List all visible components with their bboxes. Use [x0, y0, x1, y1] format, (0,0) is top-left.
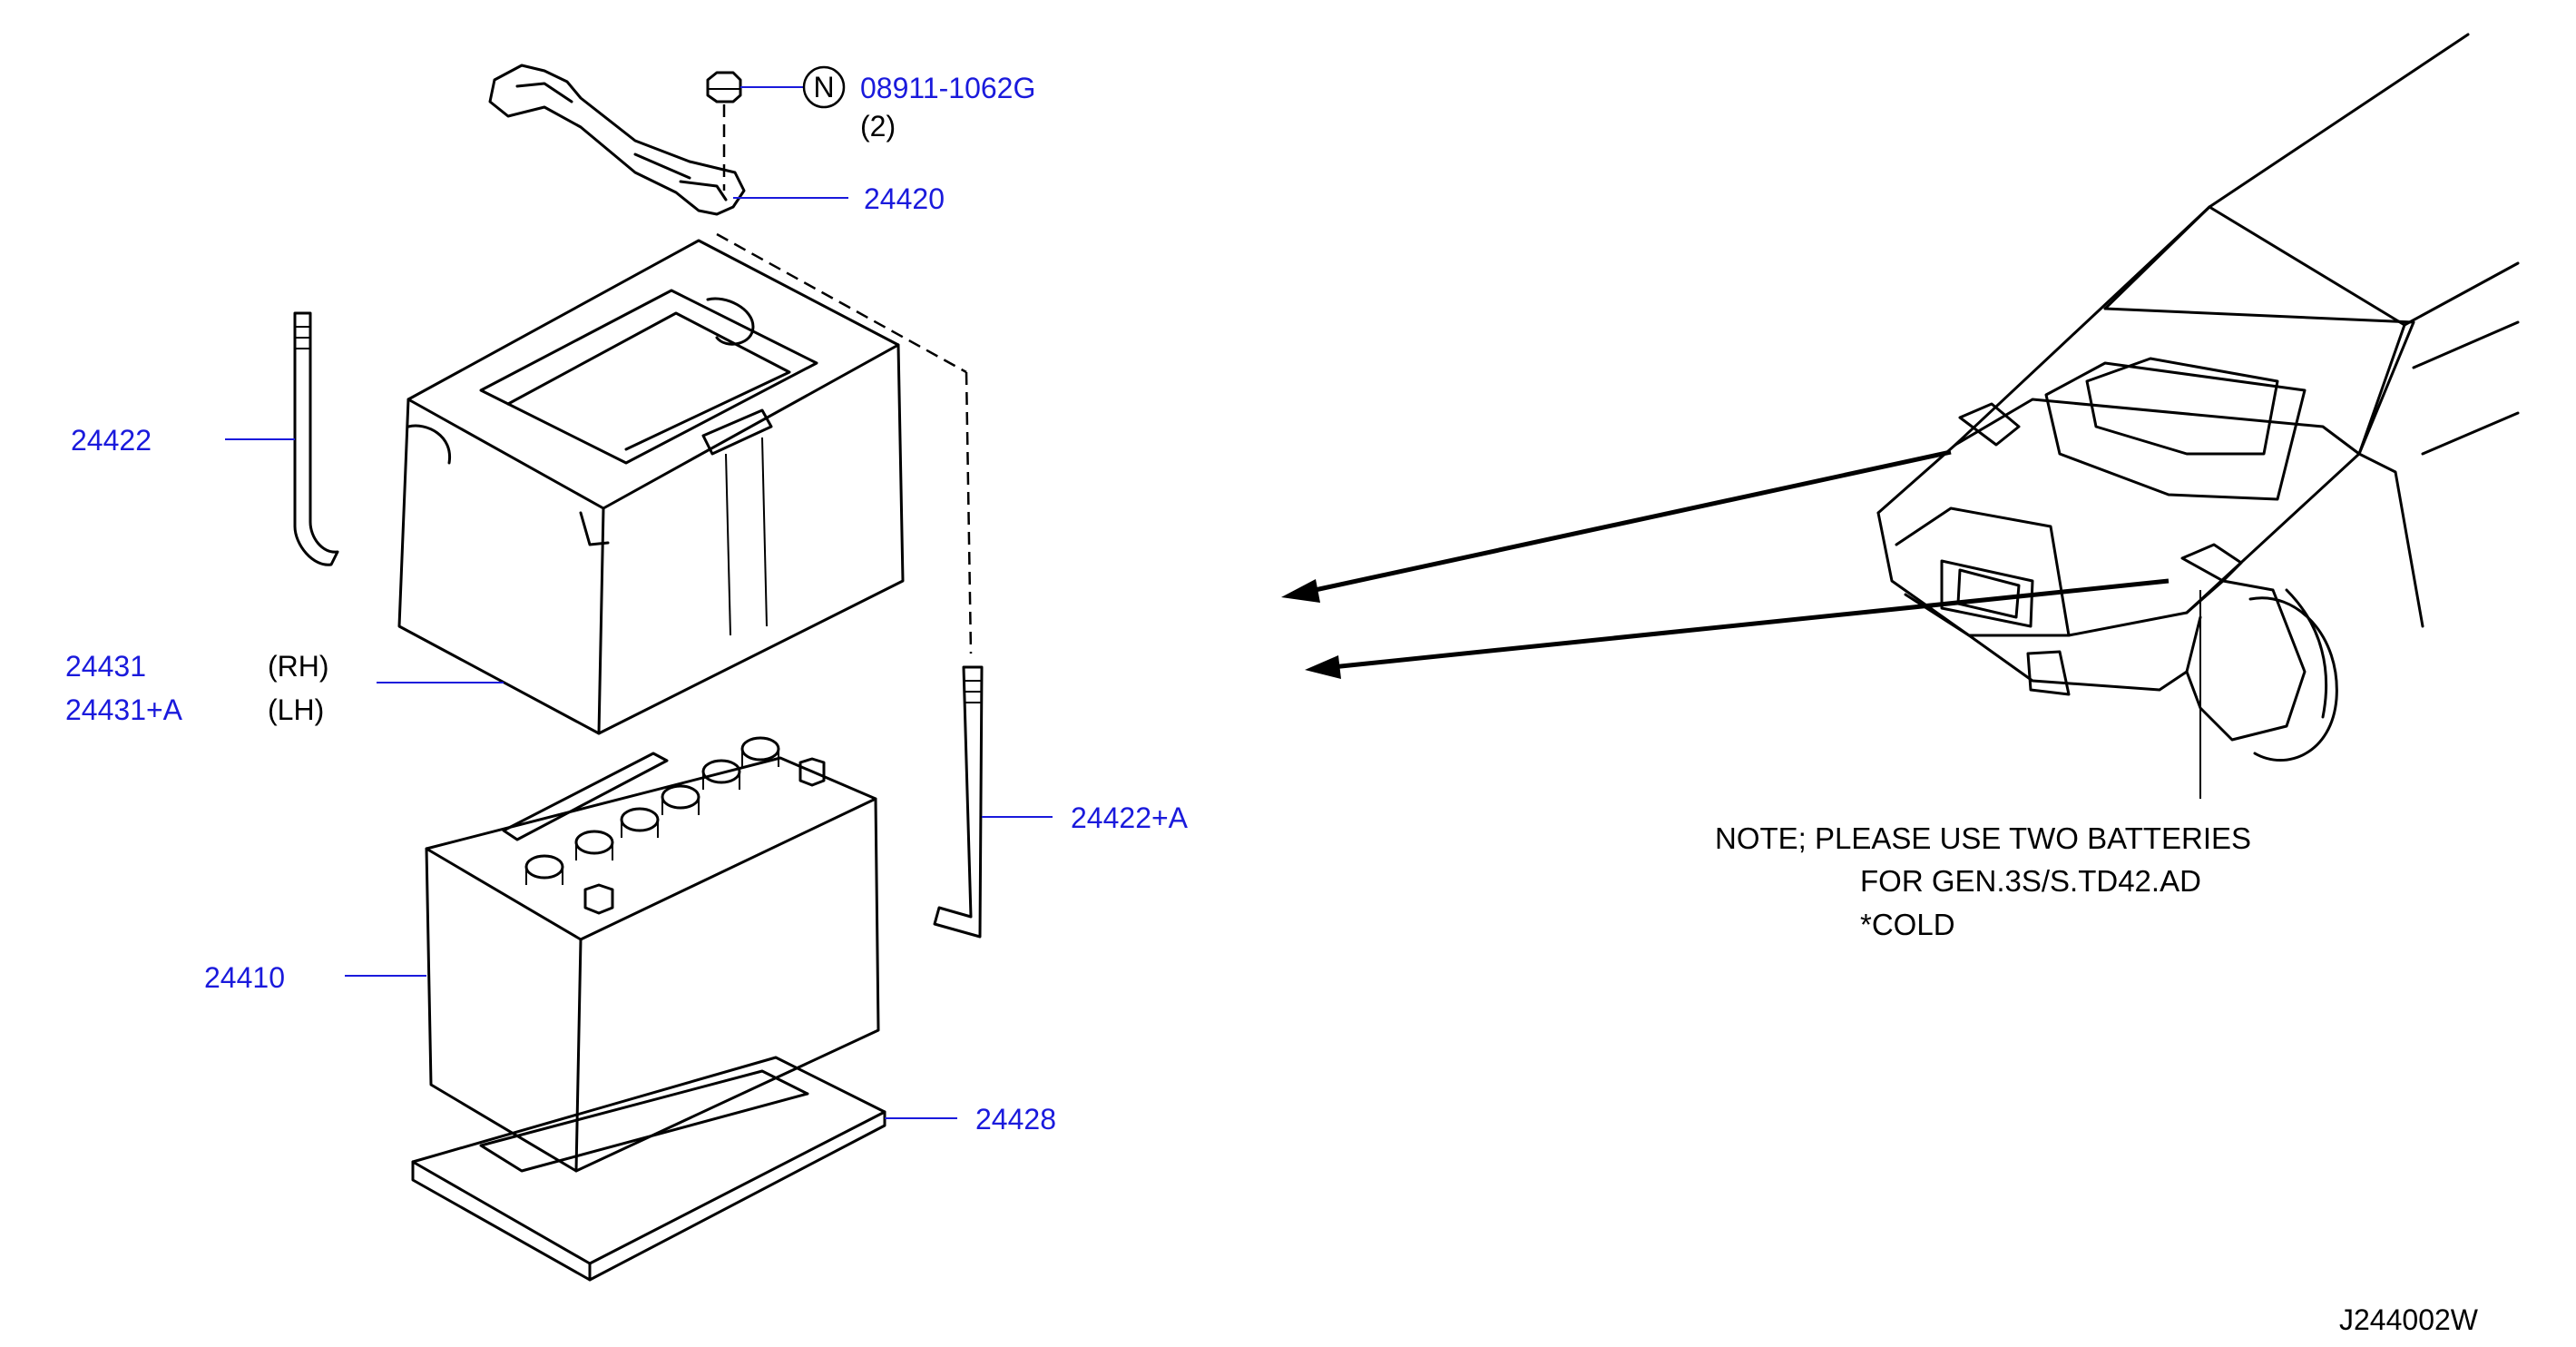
callout-nut-qty: (2) — [860, 110, 896, 143]
battery-box — [397, 239, 905, 735]
note-line-3: *COLD — [1860, 908, 1955, 941]
box-guide-line-2 — [965, 371, 973, 654]
callout-box-rh-side: (RH) — [268, 650, 329, 683]
callout-nut-part: 08911-1062G — [860, 72, 1035, 104]
arrow-icon — [1281, 449, 2170, 679]
note-line-2: FOR GEN.3S/S.TD42.AD — [1860, 864, 2201, 898]
nut-symbol-label: N — [813, 71, 834, 103]
callout-rod-right: 24422+A — [1071, 801, 1189, 834]
callout-tray: 24428 — [975, 1103, 1056, 1136]
box-guide-line — [716, 232, 967, 374]
note-line-1: NOTE; PLEASE USE TWO BATTERIES — [1715, 821, 2251, 855]
battery-cap-icon — [524, 736, 780, 885]
nut-icon — [706, 71, 742, 103]
callout-box-lh: 24431+A — [65, 693, 183, 726]
hold-down-bracket — [488, 64, 746, 216]
hold-down-rod-right — [933, 665, 984, 939]
vehicle-illustration — [1876, 33, 2520, 762]
callout-rod-left: 24422 — [71, 424, 152, 457]
callout-box-lh-side: (LH) — [268, 693, 324, 726]
battery-tray — [411, 1056, 886, 1282]
callout-battery: 24410 — [204, 961, 285, 994]
hold-down-rod-left — [293, 311, 339, 566]
n-symbol: N — [740, 65, 846, 109]
callout-bracket: 24420 — [864, 182, 945, 215]
battery-terminal-icon — [583, 757, 826, 915]
diagram-code: J244002W — [2339, 1303, 2479, 1336]
callout-box-rh: 24431 — [65, 650, 146, 683]
battery — [425, 736, 880, 1173]
